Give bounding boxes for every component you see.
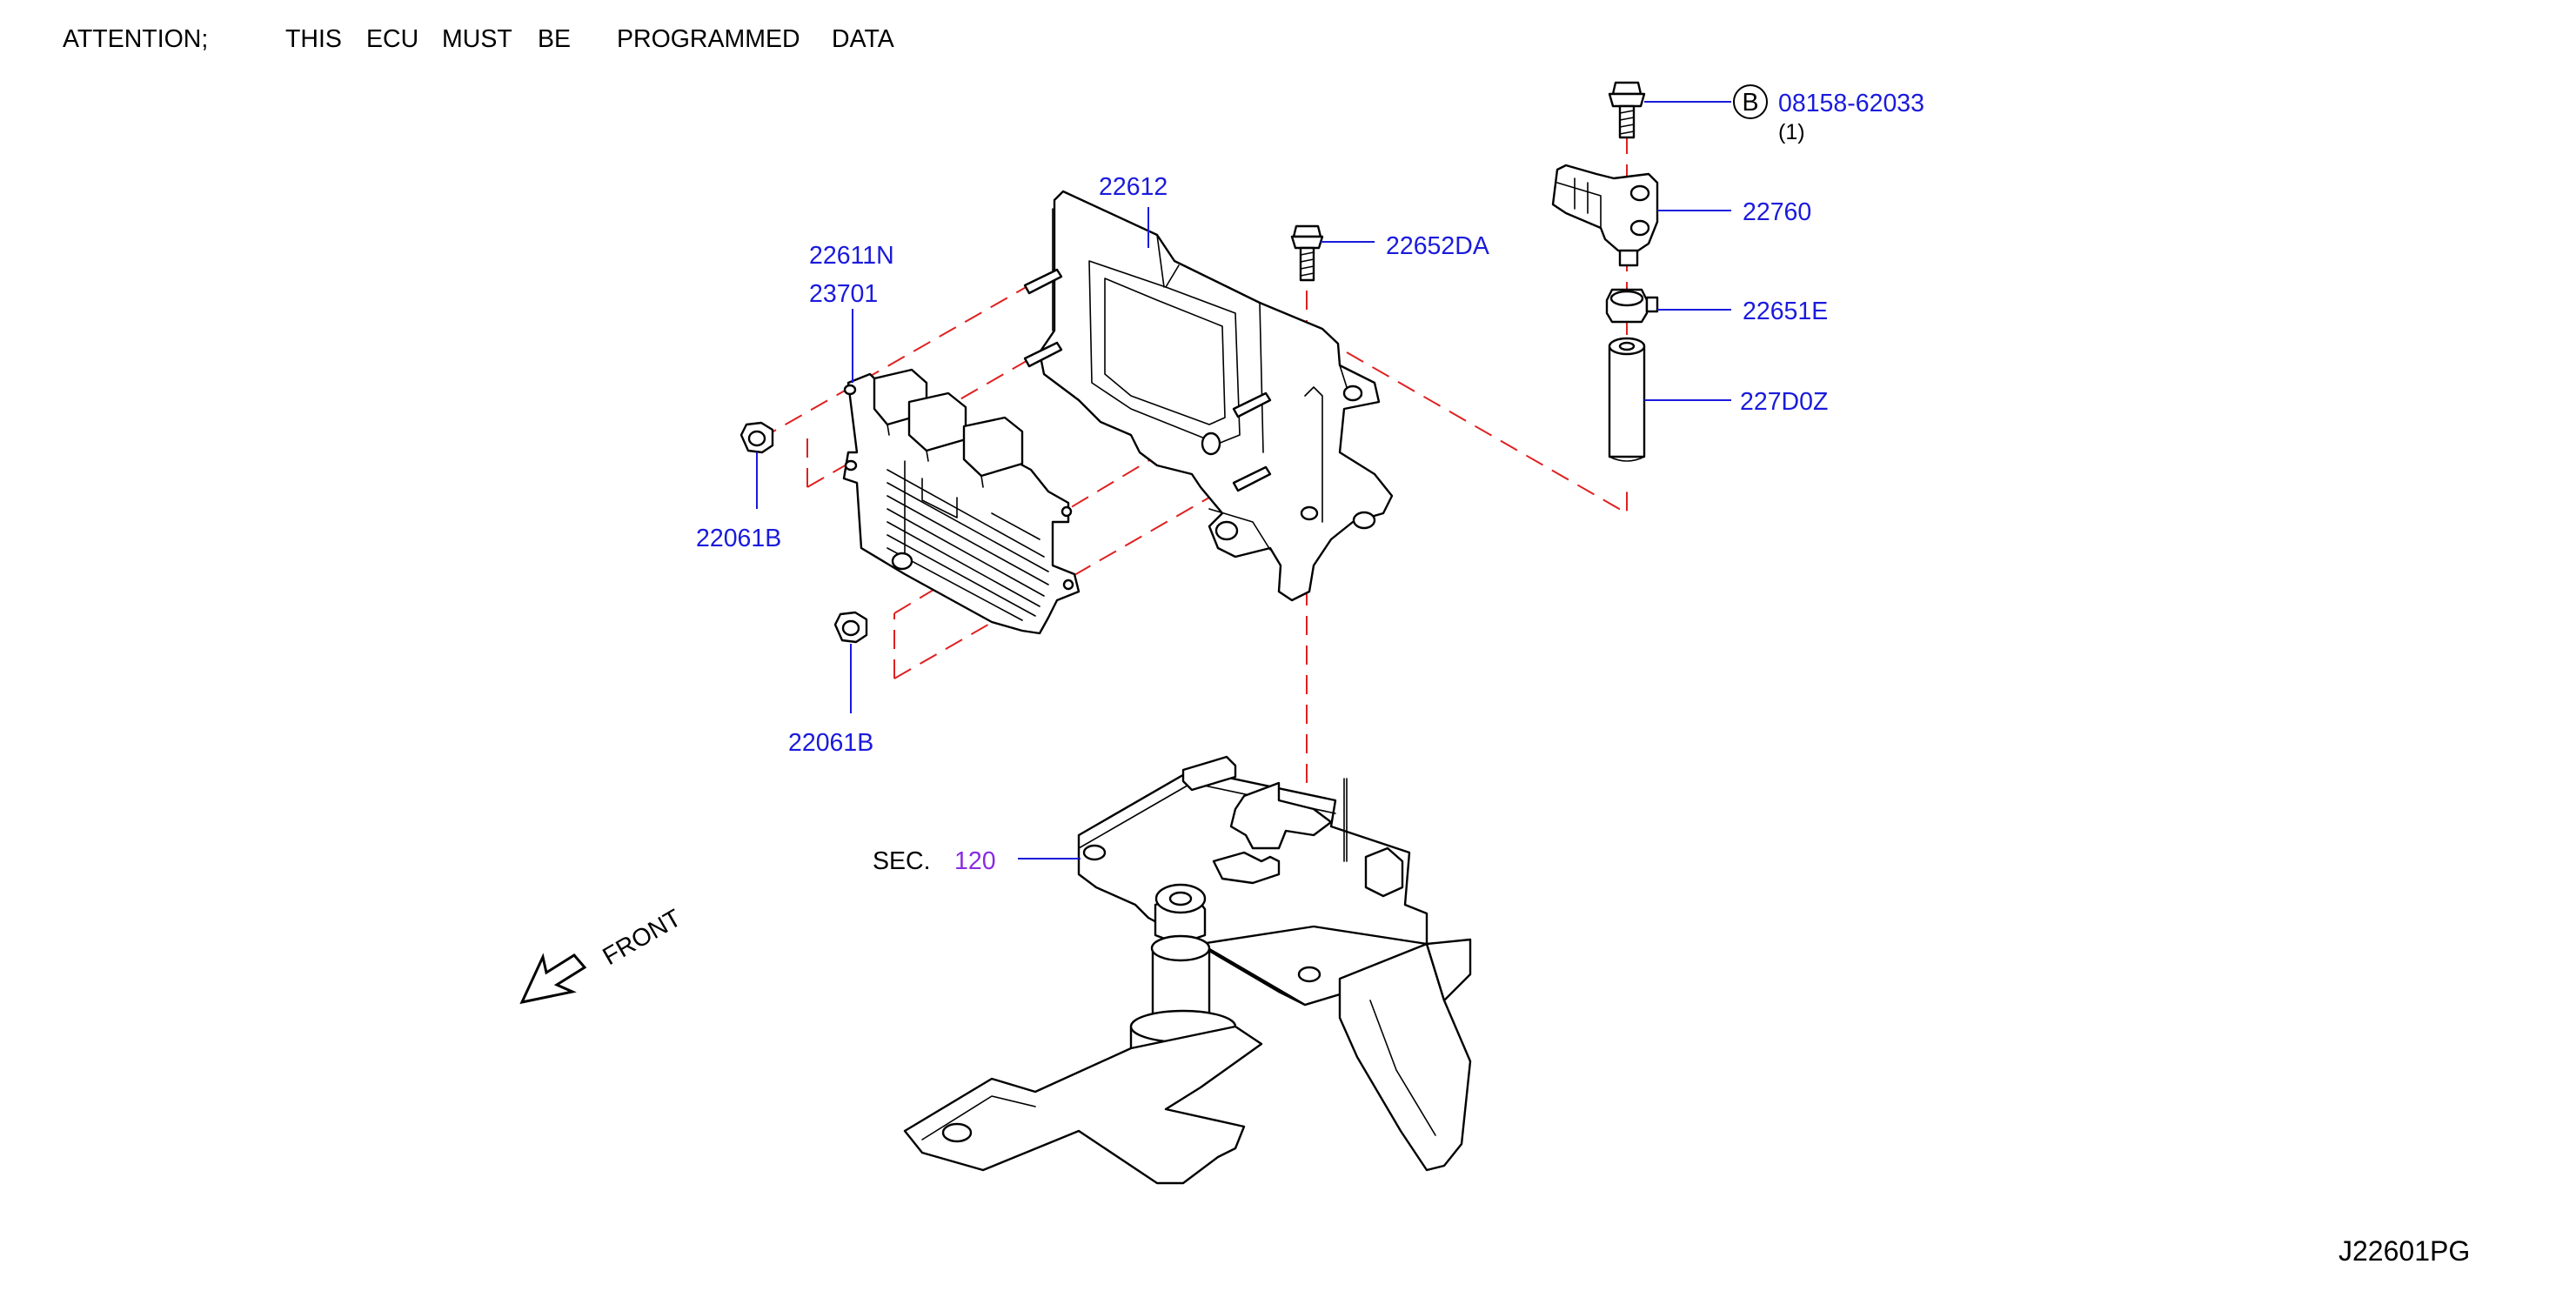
nut-lower: [833, 611, 868, 644]
front-arrow-icon: [519, 953, 587, 1005]
label-nut-upper: 22061B: [696, 525, 781, 552]
clamp-22651e: [1605, 288, 1659, 324]
label-hose: 227D0Z: [1740, 388, 1828, 416]
bracket-stud: [1023, 268, 1272, 492]
label-bolt-qty: (1): [1778, 120, 1805, 144]
label-bolt-08158: 08158-62033: [1778, 90, 1924, 117]
header-word-be: BE: [538, 25, 571, 53]
bolt-b-callout: B 08158-62033 (1): [1733, 84, 1924, 144]
header-word-data: DATA: [832, 25, 894, 53]
label-bolt-22652da: 22652DA: [1386, 232, 1489, 260]
front-direction: FRONT: [519, 904, 686, 1005]
b-badge: B: [1742, 89, 1758, 117]
label-nut-lower: 22061B: [788, 729, 873, 757]
label-clamp: 22651E: [1743, 298, 1828, 325]
attention-label: ATTENTION;: [63, 25, 208, 53]
header-word-this: THIS: [285, 25, 342, 53]
bolt-08158: [1608, 81, 1646, 139]
header-word-ecu: ECU: [366, 25, 418, 53]
ecu-module: [842, 368, 1081, 635]
bolt-22652da: [1290, 224, 1324, 282]
engine-mount-base: [903, 755, 1472, 1185]
leader-lines: [756, 101, 1731, 860]
part-labels: 22612 22611N 23701 22061B 22061B 22652DA…: [696, 84, 1924, 875]
diagram-code: J22601PG: [2338, 1235, 2470, 1267]
header-word-must: MUST: [442, 25, 512, 53]
front-label: FRONT: [599, 904, 686, 971]
sensor-22760: [1551, 164, 1659, 267]
attention-header: ATTENTION; THIS ECU MUST BE PROGRAMMED D…: [63, 25, 894, 53]
label-ecu-23701: 23701: [809, 280, 878, 308]
mounting-bracket: [1023, 190, 1394, 602]
nut-upper: [739, 421, 774, 454]
label-bracket: 22612: [1099, 173, 1168, 201]
section-prefix: SEC.: [873, 847, 931, 875]
label-sensor: 22760: [1743, 198, 1811, 226]
label-ecu-22611n: 22611N: [809, 242, 894, 270]
hose-227d0z: [1608, 337, 1646, 462]
section-link[interactable]: 120: [954, 847, 996, 875]
header-word-programmed: PROGRAMMED: [617, 25, 800, 53]
